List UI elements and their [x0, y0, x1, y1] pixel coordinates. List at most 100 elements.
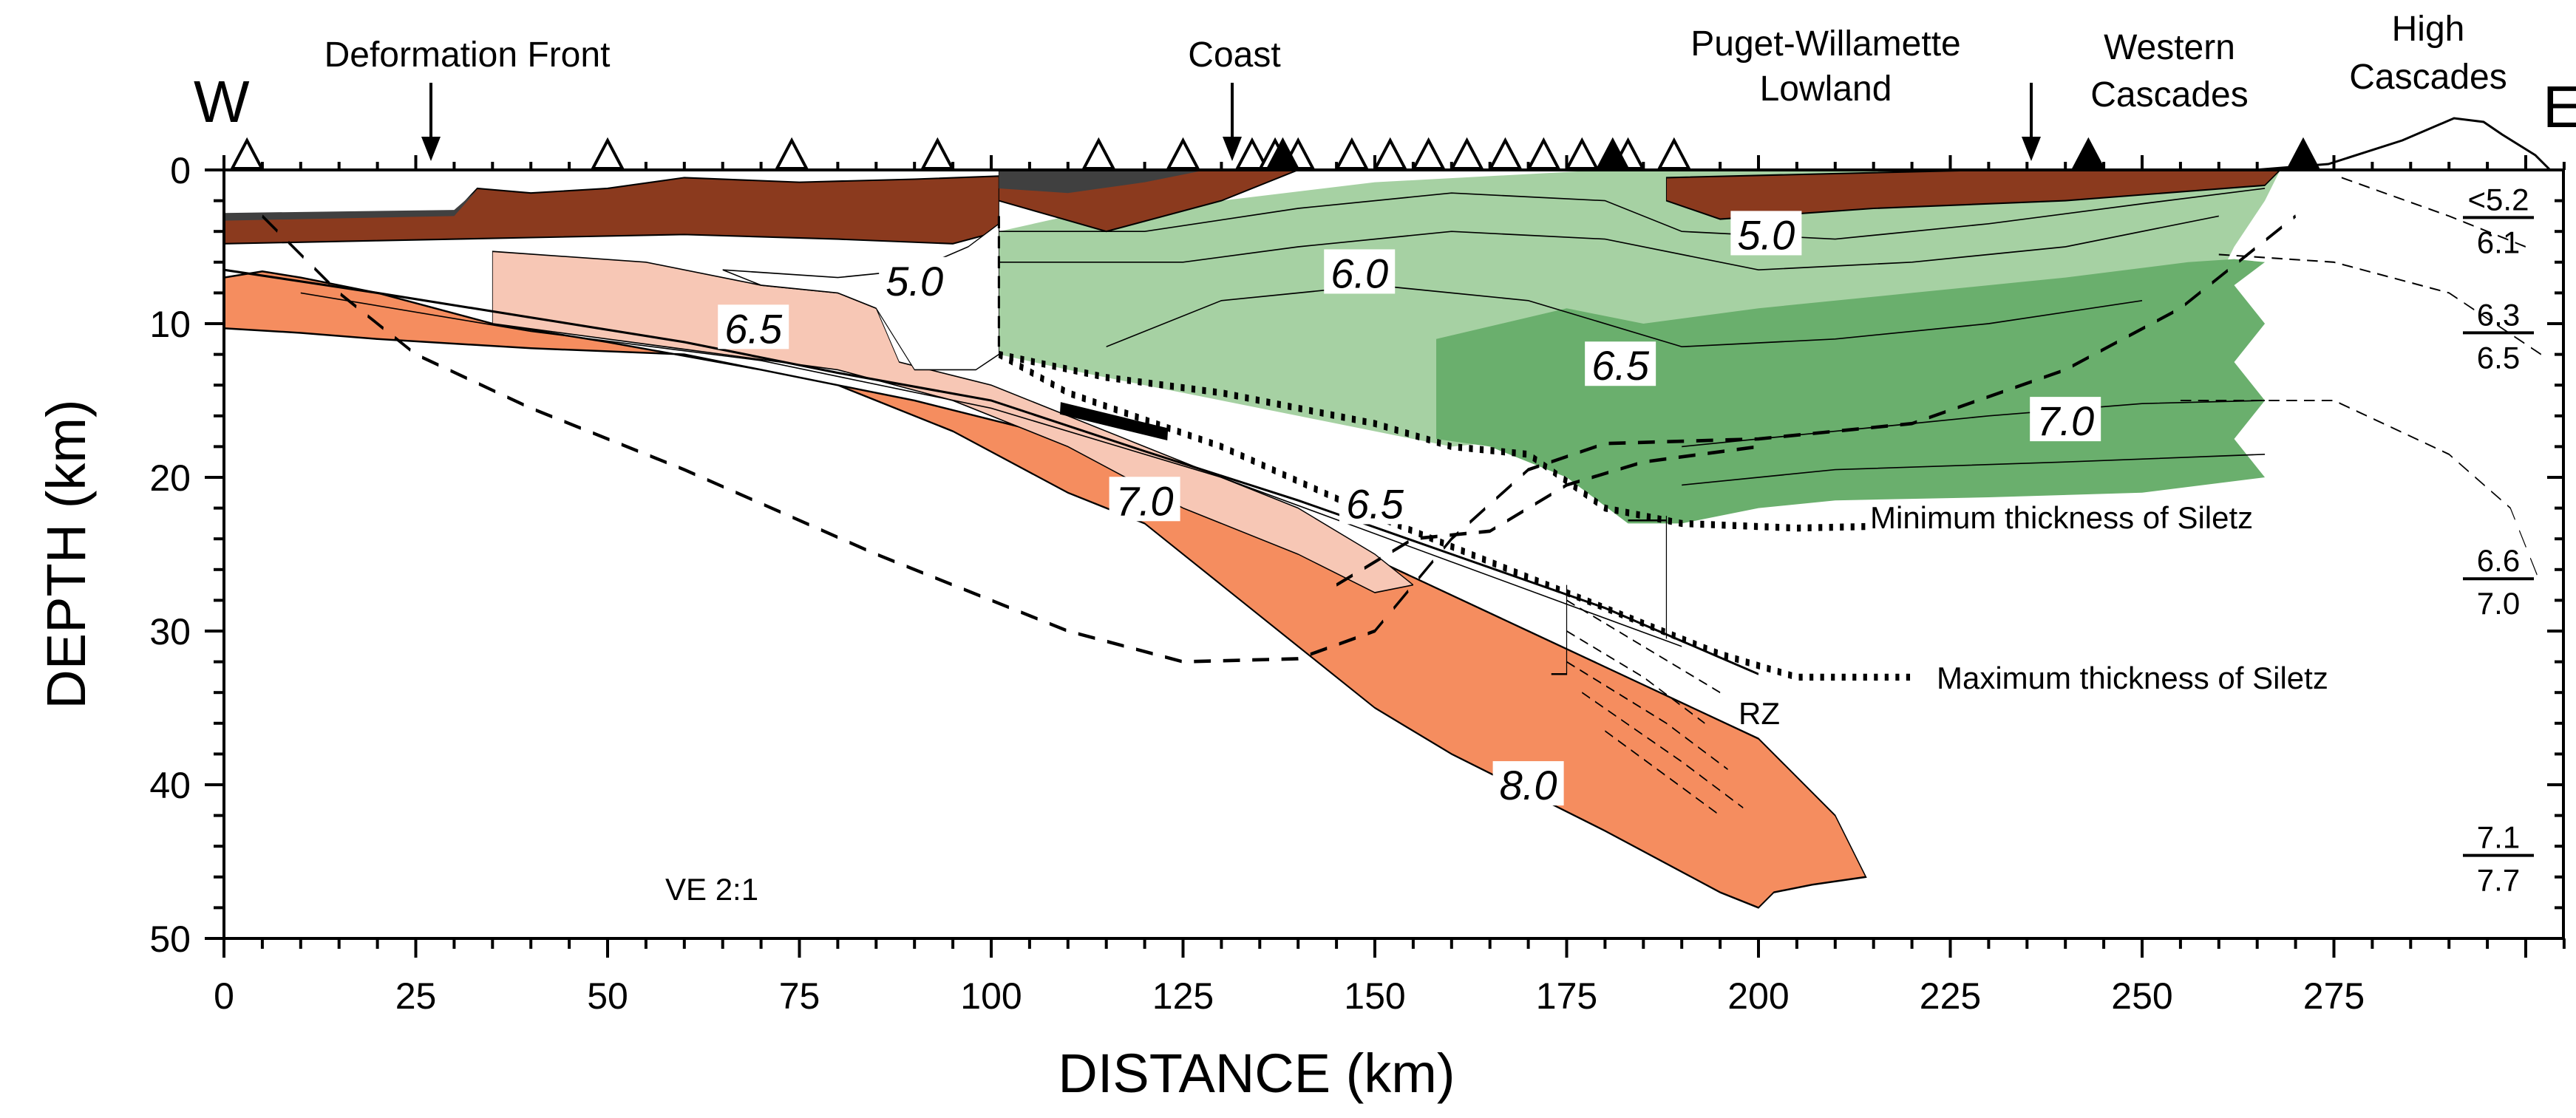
velocity-label-box	[718, 304, 789, 350]
siletz-dark-green	[1436, 259, 2266, 524]
velocity-label: 8.0	[1500, 762, 1557, 808]
y-tick-label: 0	[170, 150, 191, 191]
open-station-triangle	[1334, 137, 1370, 170]
high-cascades-label-line1: High	[2392, 10, 2465, 49]
x-tick-label: 75	[779, 975, 820, 1017]
x-tick-label: 100	[960, 975, 1022, 1017]
velocity-label: 6.0	[1331, 250, 1388, 296]
dashed-lines	[262, 214, 2297, 664]
velocity-label: 5.0	[1737, 211, 1795, 258]
max-siletz-note: Maximum thickness of Siletz	[1937, 661, 2328, 695]
open-station-triangle	[1450, 137, 1484, 170]
open-station-triangle	[1488, 137, 1523, 170]
fraction-denominator: 6.5	[2477, 340, 2520, 375]
right-velocity-fractions: <5.2 6.1 6.3 6.5 6.6 7.0 7.1 7.7	[2463, 182, 2534, 898]
velocity-label-box	[1585, 341, 1656, 386]
open-station-triangle	[1411, 137, 1446, 170]
open-station-triangle	[1373, 137, 1408, 170]
x-tick-label: 225	[1920, 975, 1981, 1017]
fraction-denominator: 7.7	[2477, 863, 2520, 898]
y-axis-title: DEPTH (km)	[35, 399, 97, 709]
x-tick-label: 175	[1536, 975, 1597, 1017]
y-tick-label: 40	[149, 765, 191, 806]
filled-station-triangle	[1595, 137, 1631, 170]
velocity-label: 5.0	[886, 258, 943, 304]
min-siletz-note: Minimum thickness of Siletz	[1870, 500, 2253, 535]
velocity-label-box	[1109, 477, 1180, 522]
rz-label: RZ	[1739, 696, 1780, 731]
open-station-triangle	[229, 137, 265, 170]
velocity-label-box	[1492, 761, 1564, 806]
reflective-zone-lines	[1566, 599, 1744, 817]
velocity-label-box	[2030, 397, 2101, 442]
open-station-triangle	[590, 137, 625, 170]
top-axis-ticks	[222, 155, 2566, 170]
x-tick-label: 200	[1727, 975, 1789, 1017]
seismic-stations	[229, 137, 2321, 170]
velocity-label: 7.0	[2036, 398, 2094, 444]
siletz-light-green	[999, 170, 2280, 447]
oceanic-mantle-slab	[223, 270, 1867, 909]
layers	[223, 168, 2542, 909]
fraction-numerator: 6.6	[2477, 543, 2520, 578]
gray-top-layer	[224, 190, 478, 221]
open-station-triangle	[920, 137, 955, 170]
y-tick-label: 30	[149, 611, 191, 652]
open-station-triangle	[1234, 137, 1270, 170]
lowland-label-line2: Lowland	[1760, 69, 1892, 109]
coast-arrowhead	[1223, 137, 1242, 161]
high-cascades-label-line2: Cascades	[2349, 58, 2507, 97]
x-tick-label: 150	[1344, 975, 1405, 1017]
y-tick-label: 20	[149, 457, 191, 499]
fraction-numerator: 6.3	[2477, 297, 2520, 332]
x-tick-label: 0	[214, 975, 234, 1017]
open-station-triangle	[1166, 137, 1200, 170]
open-station-triangle	[1656, 137, 1692, 170]
y-tick-label: 50	[149, 918, 191, 960]
velocity-labels: 5.0 6.5 6.0 5.0 6.5 7.0 7.0 6.5 8.0	[718, 211, 2101, 808]
gray-shelf-layer	[999, 170, 1206, 194]
velocity-label: 6.5	[1346, 480, 1404, 527]
velocity-label-box	[1339, 480, 1410, 525]
accretionary-sediments	[223, 175, 999, 245]
x-tick-label: 50	[587, 975, 628, 1017]
open-station-triangle	[1564, 137, 1600, 170]
feature-arrows	[421, 83, 2041, 161]
velocity-label-box	[1324, 249, 1396, 294]
slab-top-line	[223, 268, 1759, 675]
velocity-label: 7.0	[1116, 477, 1174, 524]
x-tick-label: 125	[1152, 975, 1214, 1017]
filled-station-triangle	[2071, 137, 2106, 170]
fraction-denominator: 6.1	[2477, 225, 2520, 259]
velocity-label: 6.5	[724, 305, 783, 352]
slab-contour	[300, 292, 1682, 647]
western-cascades-label-line1: Western	[2104, 28, 2235, 67]
fraction-denominator: 7.0	[2477, 586, 2520, 621]
lowland-label-line1: Puget-Willamette	[1690, 24, 1960, 64]
x-tick-label: 25	[395, 975, 437, 1017]
filled-station-triangle	[1265, 137, 1300, 170]
lowland-arrowhead	[2022, 137, 2041, 161]
y-axis-ticks: 0 10 20 30 40 50	[149, 150, 2563, 960]
thick-reflector	[1059, 402, 1169, 441]
fraction-numerator: 7.1	[2477, 820, 2520, 855]
coast-label: Coast	[1188, 35, 1280, 75]
x-axis-ticks: 0 25 50 75 100 125 150 175 200 225 250 275	[214, 938, 2566, 1017]
open-station-triangle	[1526, 137, 1561, 170]
fraction-numerator: <5.2	[2468, 182, 2529, 217]
open-station-triangle	[774, 137, 809, 170]
x-tick-label: 275	[2303, 975, 2365, 1017]
siletz-thickness-bars	[1551, 515, 1668, 675]
x-tick-label: 250	[2111, 975, 2172, 1017]
west-label: W	[194, 69, 250, 134]
y-tick-label: 10	[149, 304, 191, 345]
extrapolated-contours	[2180, 177, 2542, 586]
deformation-front-arrowhead	[421, 137, 441, 161]
velocity-label-box	[879, 256, 951, 301]
vertical-exaggeration-note: VE 2:1	[665, 872, 758, 907]
western-cascades-label-line2: Cascades	[2090, 75, 2248, 115]
x-axis-title: DISTANCE (km)	[1058, 1043, 1455, 1104]
velocity-label: 6.5	[1591, 342, 1650, 389]
